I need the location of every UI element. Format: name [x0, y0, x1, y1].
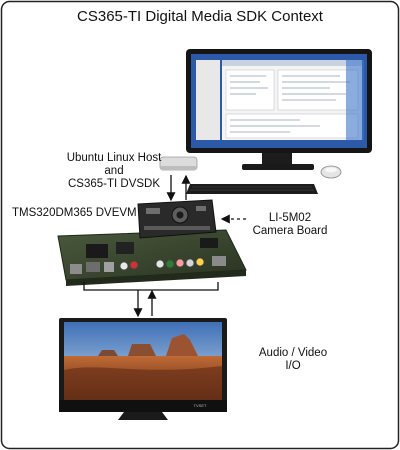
- dvevm-board-icon: [57, 229, 247, 286]
- camera-board-icon: [137, 199, 217, 239]
- keyboard-icon: [186, 184, 318, 194]
- host-label-line-1: Ubuntu Linux Host: [66, 152, 162, 164]
- tv-brand-logo: TVSET: [193, 403, 207, 408]
- mac-mini-icon: [159, 156, 198, 171]
- mouse-icon: [320, 165, 342, 179]
- diagram-title: CS365-TI Digital Media SDK Context: [77, 8, 323, 25]
- host-label-line-2: and: [104, 165, 124, 177]
- av-label-line-1: Audio / Video: [258, 347, 328, 359]
- camera-label-line-2: Camera Board: [252, 225, 328, 237]
- audio-video-label: Audio / Video I/O: [258, 347, 328, 373]
- host-label: Ubuntu Linux Host and CS365-TI DVSDK: [52, 152, 176, 191]
- camera-label-line-1: LI-5M02: [268, 212, 312, 224]
- host-label-line-3: CS365-TI DVSDK: [67, 178, 161, 190]
- monitor-icon: [186, 49, 372, 170]
- av-label-line-2: I/O: [285, 360, 301, 372]
- television-icon: [59, 318, 227, 420]
- camera-board-label: LI-5M02 Camera Board: [250, 212, 330, 238]
- dvevm-label: TMS320DM365 DVEVM: [12, 207, 137, 219]
